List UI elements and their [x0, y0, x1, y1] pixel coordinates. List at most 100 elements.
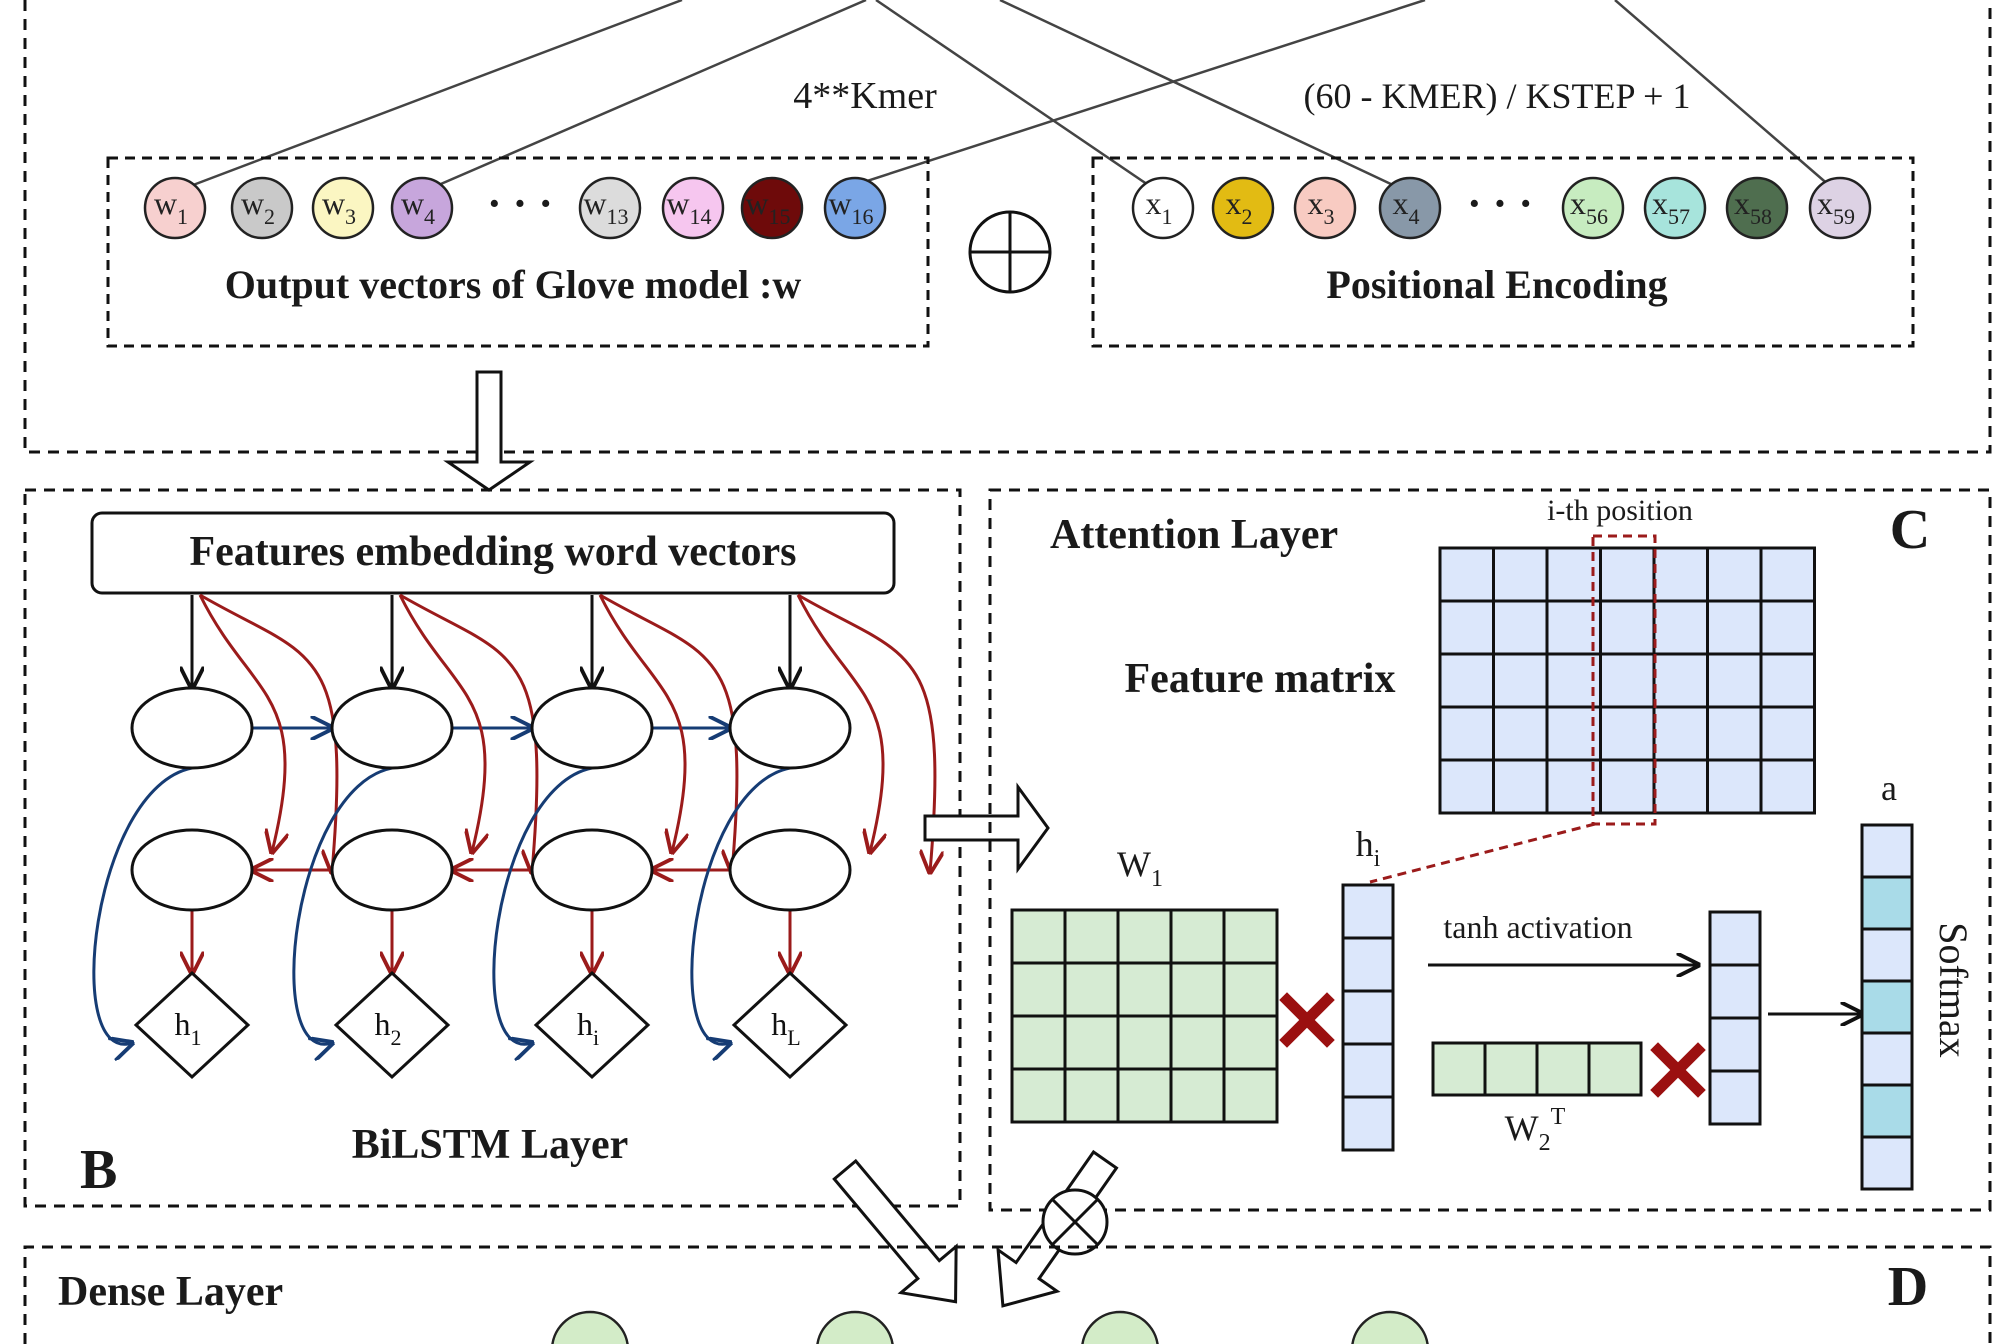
positional-encoding-box	[1091, 156, 1915, 348]
w1-cell	[1010, 961, 1067, 1018]
tanh-cell	[1708, 963, 1762, 1020]
hidden-state-diamond	[133, 970, 251, 1080]
attention-weight-cell	[1860, 1031, 1914, 1087]
glove-vector-box	[106, 156, 930, 348]
glove-node-label: w2	[241, 185, 275, 229]
otimes-icon	[1041, 1188, 1109, 1256]
pos-node-56: x56	[1561, 176, 1625, 240]
panel-dense-border	[23, 1245, 1992, 1344]
feature-matrix-cell	[1759, 758, 1816, 815]
w1-cell	[1063, 1067, 1120, 1124]
glove-node-1: w1	[143, 176, 207, 240]
attention-weight-cell	[1860, 979, 1914, 1035]
hidden-state-diamond	[533, 970, 651, 1080]
glove-node-14: w14	[661, 176, 725, 240]
hidden-state-diamond	[333, 970, 451, 1080]
pos-node-label: x2	[1226, 185, 1253, 229]
pos-ellipsis: · · ·	[1467, 179, 1533, 228]
hidden-state-label: hL	[771, 1006, 800, 1050]
lstm-column-1: h1	[92, 593, 337, 1080]
panel-d-letter: D	[1888, 1256, 1928, 1318]
pos-node-59: x59	[1808, 176, 1872, 240]
ith-column-highlight	[1591, 534, 1657, 826]
feature-matrix-cell	[1492, 546, 1549, 603]
attention-weight-vector	[1860, 823, 1914, 1191]
w1-cell	[1169, 1067, 1226, 1124]
dense-node	[1351, 1310, 1429, 1344]
multiply-icon-1	[1279, 992, 1335, 1048]
w1-cell	[1116, 1014, 1173, 1071]
forward-lstm-cell	[530, 686, 654, 770]
backward-lstm-cell	[728, 828, 852, 912]
backward-lstm-cell	[330, 828, 454, 912]
feature-matrix-cell	[1706, 758, 1763, 815]
pos-node-2: x2	[1211, 176, 1275, 240]
feature-matrix-cell	[1438, 758, 1495, 815]
glove-node-2: w2	[230, 176, 294, 240]
hi-cell	[1341, 936, 1395, 993]
feature-matrix-cell	[1438, 546, 1495, 603]
embedding-box	[90, 511, 896, 595]
pos-node-label: x56	[1570, 185, 1608, 229]
tanh-output-vector	[1708, 910, 1762, 1126]
attention-weight-cell	[1860, 875, 1914, 931]
hi-cell	[1341, 1042, 1395, 1099]
hidden-state-label: h2	[375, 1006, 402, 1050]
panel-embedding-border	[23, 0, 1992, 454]
w1-cell	[1063, 961, 1120, 1018]
feature-matrix-cell	[1599, 546, 1656, 603]
w2-cell	[1535, 1041, 1591, 1097]
feature-matrix-cell	[1599, 705, 1656, 762]
feature-matrix-cell	[1706, 705, 1763, 762]
feature-matrix-cell	[1706, 599, 1763, 656]
w1-cell	[1169, 1014, 1226, 1071]
w1-cell	[1010, 1014, 1067, 1071]
feature-matrix-cell	[1599, 758, 1656, 815]
feature-matrix-cell	[1759, 546, 1816, 603]
hidden-state-diamond	[731, 970, 849, 1080]
glove-node-15: w15	[740, 176, 804, 240]
w1-cell	[1169, 961, 1226, 1018]
glove-node-4: w4	[390, 176, 454, 240]
w1-cell	[1063, 908, 1120, 965]
tanh-cell	[1708, 1069, 1762, 1126]
panel-bilstm-border	[23, 488, 962, 1208]
hollow-arrow-right	[923, 782, 1050, 874]
w2-cell	[1483, 1041, 1539, 1097]
feature-matrix-cell	[1438, 652, 1495, 709]
hi-cell	[1341, 883, 1395, 940]
pos-node-3: x3	[1293, 176, 1357, 240]
feature-matrix-cell	[1599, 599, 1656, 656]
a-label: a	[1881, 768, 1897, 808]
pos-node-57: x57	[1643, 176, 1707, 240]
ith-to-hi-line	[1369, 822, 1596, 884]
positional-title: Positional Encoding	[1326, 262, 1667, 307]
embedding-label: Features embedding word vectors	[190, 529, 797, 575]
w2-cell	[1431, 1041, 1487, 1097]
multiply-icon-2	[1650, 1042, 1706, 1098]
pos-node-label: x58	[1734, 185, 1772, 229]
w2-cell	[1587, 1041, 1643, 1097]
feature-matrix-cell	[1652, 705, 1709, 762]
forward-lstm-cell	[330, 686, 454, 770]
w1-cell	[1222, 1014, 1279, 1071]
glove-node-label: w14	[666, 185, 711, 229]
dense-node	[1081, 1310, 1159, 1344]
pos-node-label: x59	[1817, 185, 1855, 229]
glove-node-16: w16	[823, 176, 887, 240]
attention-weight-cell	[1860, 1083, 1914, 1139]
hidden-state-label: hi	[577, 1006, 599, 1050]
feature-matrix-label: Feature matrix	[1125, 656, 1396, 702]
feature-matrix-cell	[1492, 705, 1549, 762]
backward-lstm-cell	[530, 828, 654, 912]
pos-node-1: x1	[1131, 176, 1195, 240]
w1-cell	[1222, 908, 1279, 965]
panel-dense: Dense Layer D	[23, 1245, 1992, 1344]
w1-cell	[1010, 1067, 1067, 1124]
lstm-column-L: hL	[690, 593, 935, 1080]
feature-matrix-cell	[1438, 705, 1495, 762]
